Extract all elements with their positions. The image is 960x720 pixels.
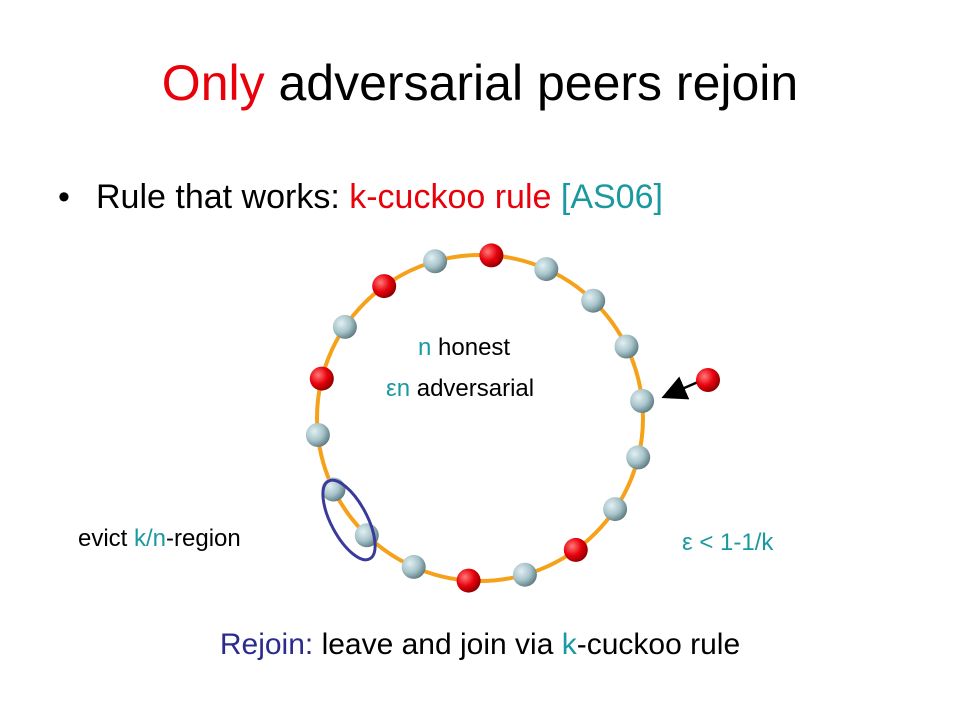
bullet-prefix: Rule that works: [96,178,350,216]
evict-prefix: evict [78,525,135,552]
evict-label: evict k/n-region [78,527,241,551]
title-highlight: Only [161,55,265,111]
honest-node [630,389,655,413]
adversarial-text: adversarial [410,375,535,402]
adversarial-node [456,568,481,593]
evict-region-ellipse [321,478,377,562]
honest-text: honest [431,334,511,361]
honest-node [603,497,628,522]
rejoin-middle: leave and join via [313,628,562,661]
adversarial-label: εn adversarial [386,377,534,401]
ring-nodes [305,243,655,593]
honest-node [401,554,426,579]
slide-title: Only adversarial peers rejoin [0,58,960,108]
honest-label: n honest [418,336,510,360]
bullet-citation: [AS06] [560,178,663,216]
adversarial-var: εn [386,375,411,402]
honest-node [512,562,537,587]
rejoin-caption: Rejoin: leave and join via k-cuckoo rule [0,630,960,660]
bullet-rule: • Rule that works: k-cuckoo rule [AS06] [58,180,663,214]
bullet-glyph: • [58,178,70,216]
adversarial-node [309,366,334,391]
adversarial-node [372,274,397,299]
bullet-rule-name: k-cuckoo rule [349,178,552,216]
honest-node [534,257,559,282]
adversarial-node [479,243,504,268]
join-arrow [661,376,699,400]
rejoin-k: k [561,628,577,661]
title-rest: adversarial peers rejoin [264,55,799,111]
epsilon-bound: ε < 1-1/k [682,529,774,556]
adversarial-node [563,537,588,562]
evict-suffix: -region [166,525,241,552]
incoming-adversarial-node [696,368,720,392]
evict-region-fraction: k/n [134,525,167,552]
honest-node [626,445,651,470]
honest-node [614,334,639,359]
honest-node [581,288,606,313]
honest-node [332,314,357,339]
honest-node [305,423,330,447]
rejoin-label: Rejoin: [219,628,314,661]
honest-var: n [418,334,432,361]
rejoin-suffix: -cuckoo rule [576,628,741,661]
honest-node [423,249,448,274]
